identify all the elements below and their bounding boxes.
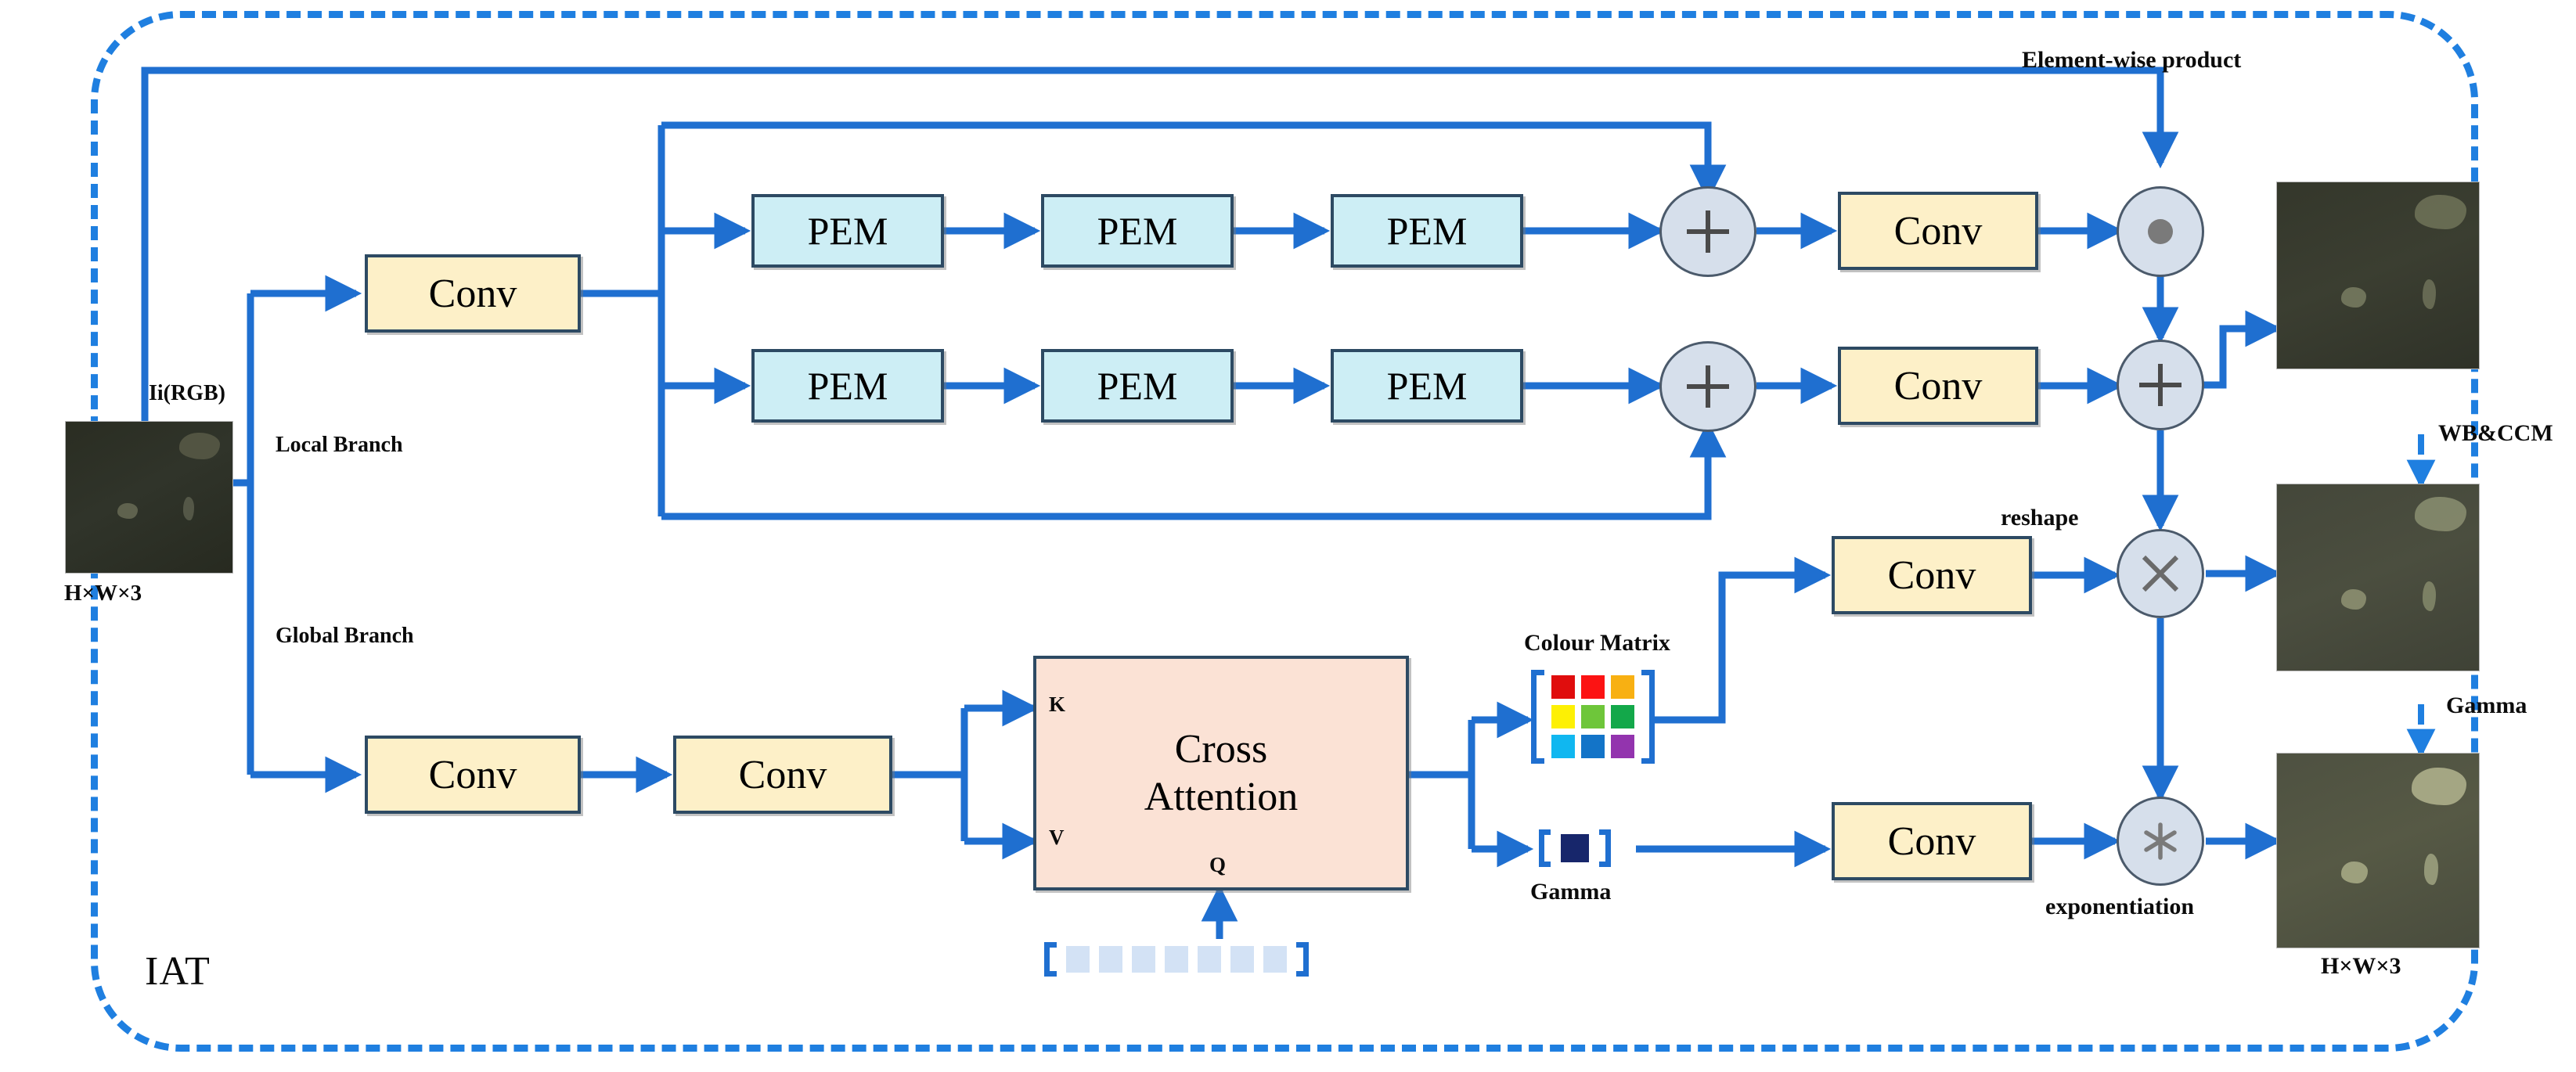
query-token-cell — [1230, 946, 1254, 973]
attention-input-q-label: Q — [1209, 853, 1227, 876]
reshape-label: reshape — [2001, 505, 2079, 531]
query-token-cell — [1198, 946, 1221, 973]
pem-block-bottom-2[interactable]: PEM — [1041, 349, 1234, 423]
query-token-cell — [1263, 946, 1287, 973]
bracket-left-icon — [1539, 829, 1551, 867]
reshape-multiply-operator[interactable] — [2117, 529, 2204, 618]
pem-block-top-3[interactable]: PEM — [1331, 194, 1523, 268]
bracket-right-icon — [1641, 670, 1655, 764]
cross-multiply-icon — [2142, 555, 2179, 592]
local-bottom-conv-block[interactable]: Conv — [1838, 347, 2038, 425]
query-token-cells — [1057, 946, 1296, 973]
cross-attention-block[interactable]: Cross Attention — [1033, 656, 1409, 890]
colour-matrix-label: Colour Matrix — [1524, 630, 1670, 656]
gamma-vector — [1539, 829, 1611, 867]
query-token-cell — [1165, 946, 1188, 973]
bracket-left-icon — [1531, 670, 1544, 764]
output-image-stage1 — [2276, 182, 2480, 369]
exponentiation-label: exponentiation — [2045, 894, 2195, 919]
local-top-conv-block[interactable]: Conv — [1838, 192, 2038, 270]
local-branch-label: Local Branch — [276, 433, 403, 457]
colour-matrix-cell — [1551, 705, 1575, 728]
output-image-stage2 — [2276, 484, 2480, 671]
colour-matrix-cell — [1611, 735, 1634, 758]
input-signal-label: Ii(RGB) — [149, 381, 225, 405]
asterisk-icon — [2144, 822, 2177, 860]
iat-module-label: IAT — [145, 949, 211, 994]
pem-block-bottom-1[interactable]: PEM — [751, 349, 944, 423]
plus-icon — [1687, 365, 1729, 408]
gamma-stage-label: Gamma — [2446, 692, 2527, 718]
add-operator-bottom[interactable] — [1659, 341, 1756, 432]
gamma-cell — [1561, 834, 1589, 862]
element-wise-product-operator[interactable] — [2117, 186, 2204, 277]
pem-block-top-2[interactable]: PEM — [1041, 194, 1234, 268]
bracket-right-icon — [1599, 829, 1611, 867]
colour-matrix-cell — [1581, 735, 1605, 758]
colour-matrix-cell — [1611, 675, 1634, 699]
element-wise-product-label: Element-wise product — [2022, 47, 2242, 73]
query-token-cell — [1066, 946, 1090, 973]
colour-matrix — [1531, 670, 1655, 764]
bracket-right-icon — [1296, 942, 1309, 977]
plus-icon — [2139, 364, 2181, 406]
query-token-vector — [1044, 942, 1309, 977]
colour-matrix-cell — [1551, 675, 1575, 699]
cross-attention-title-line2: Attention — [1144, 775, 1299, 819]
global-conv-block-2[interactable]: Conv — [673, 736, 892, 814]
colour-matrix-grid — [1544, 675, 1641, 758]
exponentiation-operator[interactable] — [2117, 797, 2204, 886]
add-operator-top[interactable] — [1659, 186, 1756, 277]
query-token-cell — [1099, 946, 1122, 973]
colour-matrix-cell — [1581, 705, 1605, 728]
input-shape-label: H×W×3 — [64, 581, 142, 606]
input-image-thumbnail — [65, 421, 233, 574]
query-token-cell — [1132, 946, 1155, 973]
cross-attention-title-line1: Cross — [1174, 726, 1268, 772]
attention-input-v-label: V — [1049, 826, 1065, 849]
gamma-vector-label: Gamma — [1530, 879, 1612, 905]
colour-matrix-cell — [1611, 705, 1634, 728]
global-conv-block-1[interactable]: Conv — [365, 736, 581, 814]
final-shape-label: H×W×3 — [2321, 953, 2401, 979]
global-branch-label: Global Branch — [276, 624, 414, 648]
gamma-conv-block[interactable]: Conv — [1832, 802, 2032, 880]
colour-matrix-conv-block[interactable]: Conv — [1832, 536, 2032, 614]
output-image-final — [2276, 753, 2480, 948]
pem-block-top-1[interactable]: PEM — [751, 194, 944, 268]
pem-block-bottom-3[interactable]: PEM — [1331, 349, 1523, 423]
colour-matrix-cell — [1581, 675, 1605, 699]
attention-input-k-label: K — [1049, 692, 1066, 716]
plus-icon — [1687, 210, 1729, 253]
wb-ccm-label: WB&CCM — [2438, 420, 2553, 446]
dot-icon — [2148, 219, 2173, 244]
local-stem-conv-block[interactable]: Conv — [365, 254, 581, 333]
colour-matrix-cell — [1551, 735, 1575, 758]
add-operator-fusion[interactable] — [2117, 340, 2204, 430]
bracket-left-icon — [1044, 942, 1057, 977]
